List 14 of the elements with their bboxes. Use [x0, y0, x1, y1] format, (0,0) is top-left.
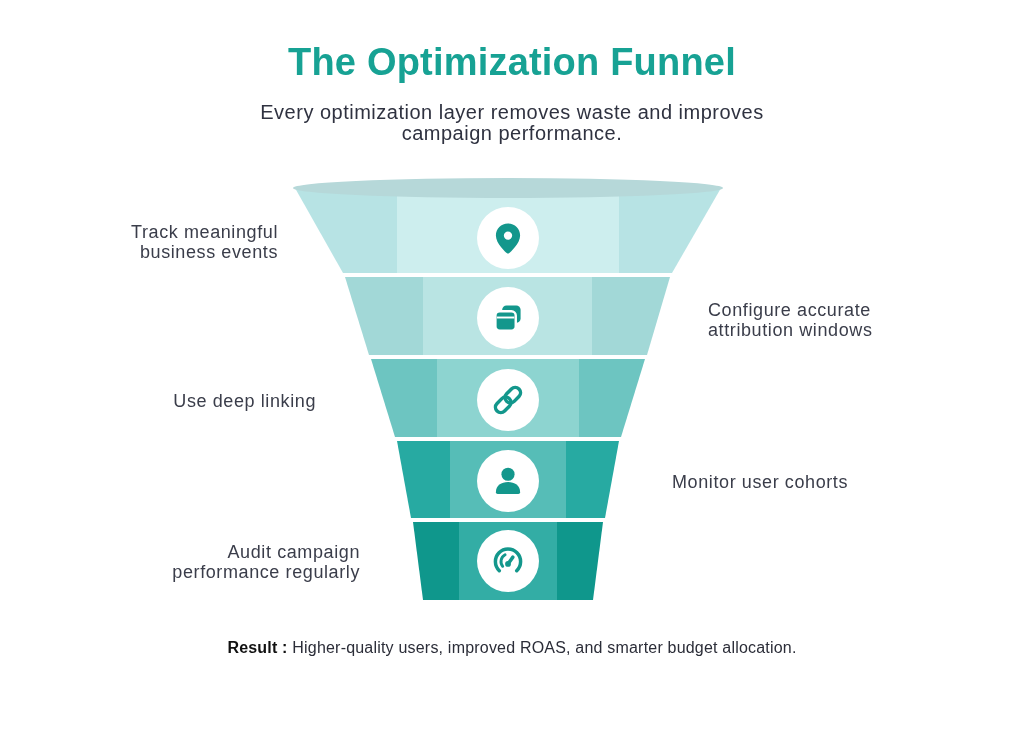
step-label: Use deep linking: [172, 391, 316, 411]
funnel-rim: [293, 178, 723, 198]
funnel-layer: [371, 359, 645, 437]
funnel-layer: [295, 188, 721, 273]
step-label: Configure accurate attribution windows: [708, 300, 874, 340]
step-label: Audit campaign performance regularly: [171, 542, 360, 582]
funnel-layer: [397, 441, 619, 518]
caption: Result : Higher-quality users, improved ROAS, and smarter budget allocation.: [226, 638, 798, 658]
title: The Optimization Funnel: [287, 40, 737, 84]
step-label: Track meaningful business events: [130, 222, 278, 262]
funnel-layer: [345, 277, 670, 355]
step-label: Monitor user cohorts: [672, 472, 850, 492]
funnel-layer: [413, 522, 603, 600]
subtitle: Every optimization layer removes waste and improves campaign performance.: [259, 102, 765, 144]
